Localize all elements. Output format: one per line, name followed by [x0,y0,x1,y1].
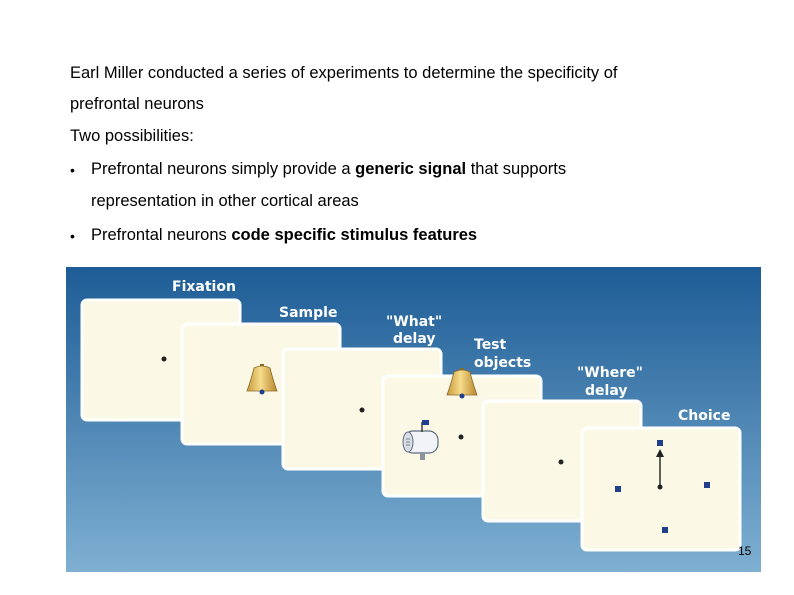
fixation-point [360,408,365,413]
target-bottom [662,527,668,533]
label-sample: Sample [279,305,337,321]
label-test-2: objects [474,355,531,371]
label-choice: Choice [678,408,730,424]
possibility-1: Prefrontal neurons simply provide a gene… [91,160,566,179]
possibility-1-text-end: that supports [466,160,566,178]
fixation-point [559,460,564,465]
label-fixation: Fixation [172,279,236,295]
label-test-1: Test [474,337,507,353]
target-right [704,482,710,488]
label-what-delay-2: delay [393,331,435,347]
target-left [615,486,621,492]
bullet-marker-2: • [70,228,75,244]
fixation-point [459,435,464,440]
label-where-delay-1: "Where" [577,365,643,381]
possibility-2-text: Prefrontal neurons [91,226,231,244]
possibility-2: Prefrontal neurons code specific stimulu… [91,226,477,245]
task-sequence-figure: Fixation Sample "What" delay Test object… [66,267,761,572]
bullet-marker-1: • [70,162,75,178]
fixation-point [162,357,167,362]
fixation-point [658,485,663,490]
card-choice [582,428,740,550]
label-what-delay-1: "What" [386,314,442,330]
possibilities-heading: Two possibilities: [70,127,194,146]
possibility-1-text: Prefrontal neurons simply provide a [91,160,355,178]
possibility-1-continued: representation in other cortical areas [91,192,359,211]
intro-line-1: Earl Miller conducted a series of experi… [70,64,618,83]
target-top [657,440,663,446]
possibility-2-emphasis: code specific stimulus features [231,226,477,244]
label-where-delay-2: delay [585,383,627,399]
intro-line-2: prefrontal neurons [70,95,204,114]
possibility-1-emphasis: generic signal [355,160,466,178]
page-number: 15 [738,544,751,558]
